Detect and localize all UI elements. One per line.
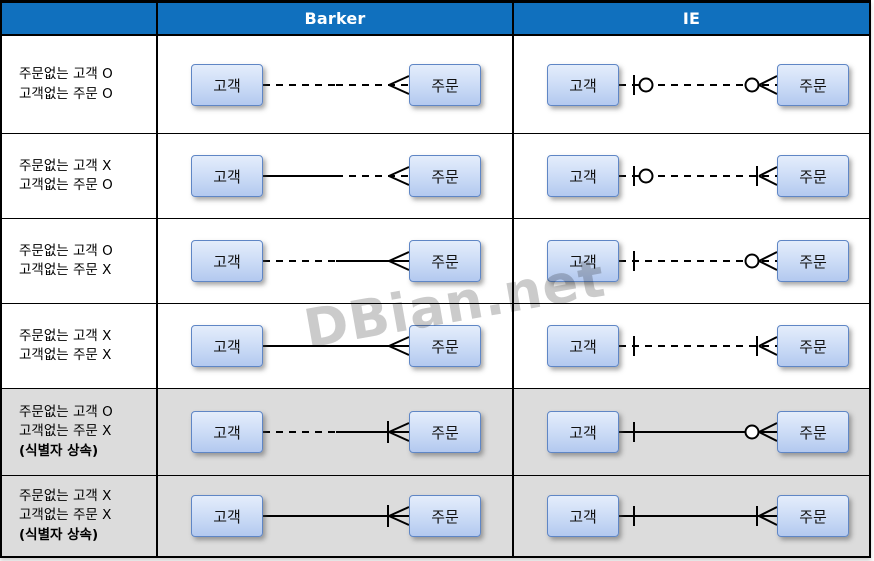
row-label-line1: 주문없는 고객 X: [19, 488, 112, 505]
entity-customer: 고객: [547, 495, 619, 537]
barker-diagram-cell: 고객 주문: [158, 304, 514, 389]
entity-order: 주문: [777, 325, 849, 367]
entity-order: 주문: [777, 495, 849, 537]
row-label-line1: 주문없는 고객 O: [19, 242, 113, 259]
row-label: 주문없는 고객 O 고객없는 주문 X: [2, 219, 158, 304]
entity-order: 주문: [777, 240, 849, 282]
row-label-line1: 주문없는 고객 X: [19, 327, 112, 344]
row-label-note: (식별자 상속): [19, 526, 99, 543]
entity-customer: 고객: [191, 240, 263, 282]
row-label-line2: 고객없는 주문 O: [19, 177, 113, 193]
entity-customer: 고객: [547, 240, 619, 282]
barker-diagram-cell: 고객 주문: [158, 389, 514, 476]
header-empty-cell: [2, 3, 158, 36]
row-label: 주문없는 고객 X 고객없는 주문 X (식별자 상속): [2, 476, 158, 556]
barker-diagram-cell: 고객 주문: [158, 219, 514, 304]
entity-customer: 고객: [191, 64, 263, 106]
ie-diagram-cell: 고객 주문: [514, 389, 869, 476]
entity-order: 주문: [409, 155, 481, 197]
ie-diagram-cell: 고객 주문: [514, 134, 869, 219]
row-label-note: (식별자 상속): [19, 442, 99, 459]
barker-diagram-cell: 고객 주문: [158, 134, 514, 219]
entity-customer: 고객: [191, 411, 263, 453]
entity-customer: 고객: [547, 325, 619, 367]
barker-diagram-cell: 고객 주문: [158, 476, 514, 556]
header-ie: IE: [514, 3, 869, 36]
entity-customer: 고객: [547, 411, 619, 453]
barker-diagram-cell: 고객 주문: [158, 36, 514, 134]
entity-order: 주문: [409, 411, 481, 453]
row-label: 주문없는 고객 O 고객없는 주문 X (식별자 상속): [2, 389, 158, 476]
row-label: 주문없는 고객 X 고객없는 주문 X: [2, 304, 158, 389]
entity-order: 주문: [409, 64, 481, 106]
entity-order: 주문: [409, 495, 481, 537]
row-label: 주문없는 고객 O 고객없는 주문 O: [2, 36, 158, 134]
entity-customer: 고객: [547, 64, 619, 106]
row-label-line1: 주문없는 고객 O: [19, 66, 113, 83]
row-label-line2: 고객없는 주문 O: [19, 85, 113, 102]
entity-order: 주문: [409, 325, 481, 367]
row-label-line2: 고객없는 주문 X: [19, 507, 112, 524]
entity-order: 주문: [409, 240, 481, 282]
row-label-line1: 주문없는 고객 O: [19, 404, 113, 421]
ie-diagram-cell: 고객 주문: [514, 304, 869, 389]
entity-order: 주문: [777, 64, 849, 106]
row-label-line1: 주문없는 고객 X: [19, 157, 112, 174]
row-label-line2: 고객없는 주문 X: [19, 347, 112, 363]
ie-diagram-cell: 고객 주문: [514, 219, 869, 304]
entity-customer: 고객: [191, 325, 263, 367]
header-barker: Barker: [158, 3, 514, 36]
ie-diagram-cell: 고객 주문: [514, 36, 869, 134]
row-label: 주문없는 고객 X 고객없는 주문 O: [2, 134, 158, 219]
entity-order: 주문: [777, 411, 849, 453]
entity-order: 주문: [777, 155, 849, 197]
entity-customer: 고객: [191, 495, 263, 537]
row-label-line2: 고객없는 주문 X: [19, 262, 112, 278]
entity-customer: 고객: [191, 155, 263, 197]
row-label-line2: 고객없는 주문 X: [19, 423, 112, 440]
entity-customer: 고객: [547, 155, 619, 197]
ie-diagram-cell: 고객 주문: [514, 476, 869, 556]
